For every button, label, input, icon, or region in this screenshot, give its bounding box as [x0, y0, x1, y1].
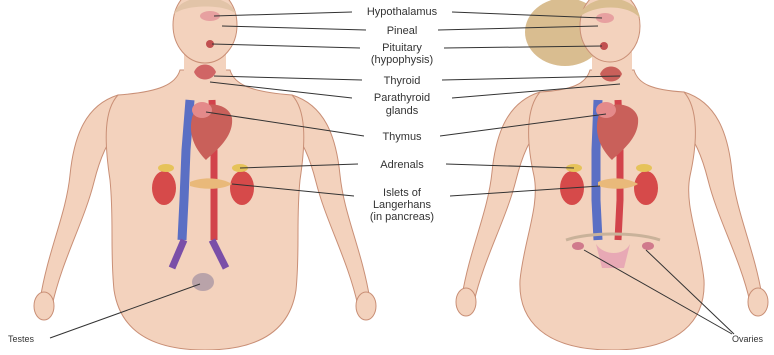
leader-pituitary-left [212, 44, 360, 48]
male-testes [192, 273, 214, 291]
label-pituitary-line2: (hypophysis) [371, 54, 433, 66]
female-ovary-left [572, 242, 584, 250]
male-thymus [192, 102, 212, 118]
label-thymus: Thymus [382, 131, 422, 143]
female-adrenal-right [636, 164, 652, 172]
female-left-hand [456, 288, 476, 316]
male-left-hand [34, 292, 54, 320]
label-pineal: Pineal [387, 25, 418, 37]
male-kidney-left [152, 171, 176, 205]
label-parathyroid-line2: glands [386, 105, 419, 117]
female-figure [456, 0, 768, 350]
male-adrenal-left [158, 164, 174, 172]
label-pituitary-line1: Pituitary [382, 42, 422, 54]
label-islets-line3: (in pancreas) [370, 211, 434, 223]
label-islets-line1: Islets of [383, 187, 422, 199]
leader-pineal-left [222, 26, 366, 30]
label-parathyroid-line1: Parathyroid [374, 92, 430, 104]
female-ovary-right [642, 242, 654, 250]
label-ovaries: Ovaries [732, 334, 764, 344]
female-right-hand [748, 288, 768, 316]
male-right-hand [356, 292, 376, 320]
label-thyroid: Thyroid [384, 75, 421, 87]
label-islets-line2: Langerhans [373, 199, 432, 211]
male-kidney-right [230, 171, 254, 205]
label-adrenals: Adrenals [380, 159, 424, 171]
label-testes: Testes [8, 334, 35, 344]
label-hypothalamus: Hypothalamus [367, 6, 438, 18]
female-kidney-right [634, 171, 658, 205]
female-thymus [596, 102, 616, 118]
male-figure [34, 0, 376, 350]
